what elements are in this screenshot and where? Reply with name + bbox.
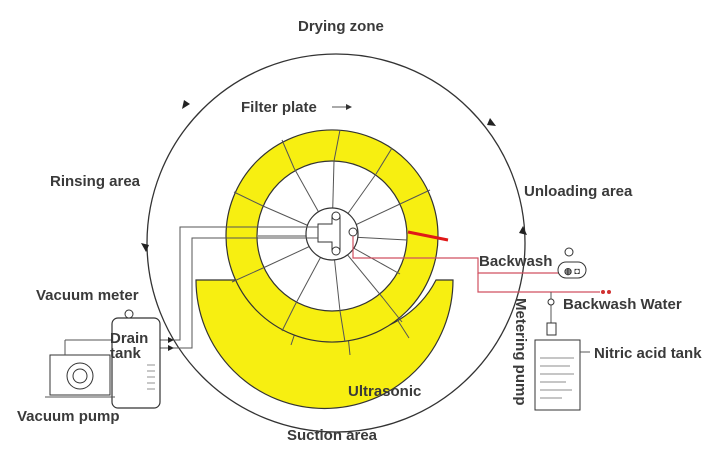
label-ultrasonic: Ultrasonic <box>348 383 421 400</box>
label-unloading-area: Unloading area <box>524 183 633 200</box>
label-backwash: Backwash <box>479 253 552 270</box>
hub-port-right <box>348 227 358 237</box>
label-vacuum-pump: Vacuum pump <box>17 408 120 425</box>
rotation-arrows <box>141 100 527 252</box>
drain-tank <box>111 317 161 409</box>
filter-disc <box>225 129 439 343</box>
label-tank: tank <box>110 345 142 362</box>
scraper-blade <box>407 230 449 242</box>
tank-markings <box>540 357 574 399</box>
label-metering-pump: Metering pump <box>512 298 529 406</box>
label-suction-area: Suction area <box>287 427 378 444</box>
metering-pump-body <box>546 322 557 336</box>
nitric-acid-tank <box>534 339 581 411</box>
backwash-pump: ◍ ◘ <box>557 247 587 279</box>
hub-port-top <box>331 211 341 221</box>
zone-circle <box>146 53 526 433</box>
hub-port-bottom <box>331 246 341 256</box>
label-drain: Drain <box>110 330 148 347</box>
label-drying-zone: Drying zone <box>298 18 384 35</box>
backwash-pipes <box>352 236 600 293</box>
filter-plate-arrow <box>332 104 352 110</box>
label-nitric-acid-tank: Nitric acid tank <box>594 345 702 362</box>
ring-dividers <box>231 129 431 343</box>
pipe-arrows <box>168 337 174 351</box>
label-vacuum-meter: Vacuum meter <box>36 287 139 304</box>
vacuum-pump-unit <box>45 339 115 398</box>
label-backwash-water: Backwash Water <box>563 296 682 313</box>
label-filter-plate: Filter plate <box>241 99 317 116</box>
backwash-water-outlet <box>601 290 605 294</box>
svg-text:◍ ◘: ◍ ◘ <box>564 266 580 276</box>
vacuum-meter-gauge <box>124 309 134 319</box>
label-rinsing-area: Rinsing area <box>50 173 141 190</box>
